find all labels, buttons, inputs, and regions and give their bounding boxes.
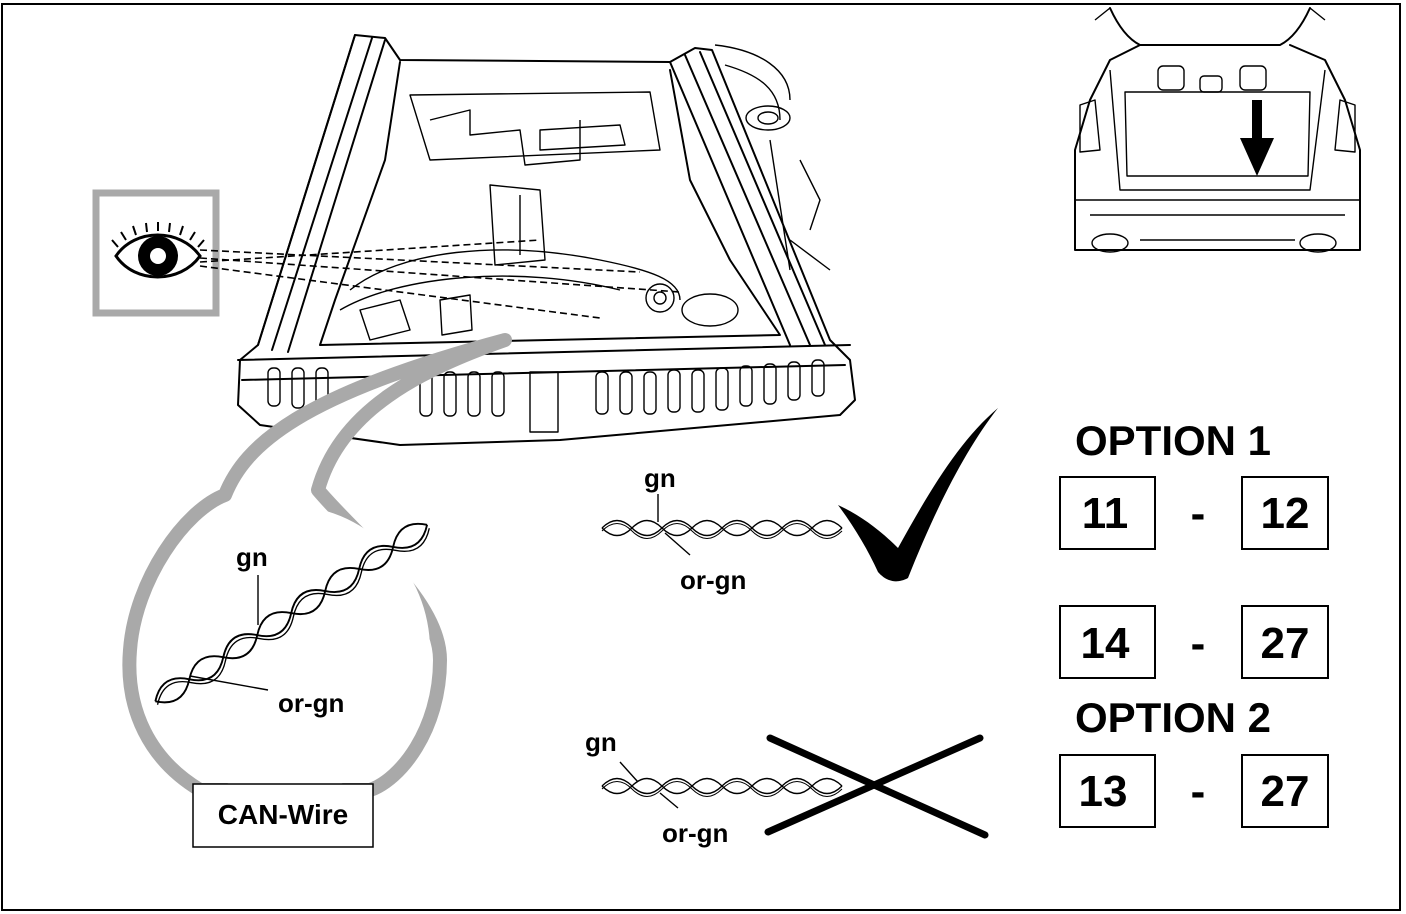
correct-wire-example: gn or-gn	[601, 408, 998, 595]
option1-title: OPTION 1	[1075, 417, 1271, 464]
wrong-wire-example: gn or-gn	[585, 727, 989, 848]
diagram-border	[1, 3, 1401, 911]
option2-title: OPTION 2	[1075, 694, 1271, 741]
cross-mark-icon	[764, 734, 989, 839]
option1-row1-left-pin: 11	[1082, 489, 1129, 538]
wrong-gn-label: gn	[585, 727, 617, 757]
option1-row2-separator: -	[1191, 619, 1206, 668]
eye-icon	[111, 222, 205, 279]
option1-row1-separator: -	[1191, 489, 1206, 538]
option1-row1-right-pin: 12	[1261, 489, 1310, 538]
option2-row-right-pin: 27	[1261, 767, 1310, 816]
car-rear-view	[1074, 7, 1361, 253]
option2-row-left-pin: 13	[1079, 767, 1128, 816]
options-panel: OPTION 1 11 - 12 14 - 27 OPTION 2 13 - 2…	[1059, 417, 1329, 828]
trunk-illustration	[237, 34, 856, 446]
wrong-orgn-label: or-gn	[662, 818, 728, 848]
can-wire-caption: CAN-Wire	[218, 799, 348, 830]
option1-row2-right-pin: 27	[1261, 619, 1310, 668]
correct-orgn-label: or-gn	[680, 565, 746, 595]
arrow-down-icon	[1240, 100, 1274, 176]
option2-row-separator: -	[1191, 767, 1206, 816]
check-mark-icon	[838, 408, 998, 582]
magnified-orgn-label: or-gn	[278, 688, 344, 718]
magnifier-bubble: gn or-gn CAN-Wire	[122, 333, 512, 848]
eye-callout	[92, 189, 681, 319]
magnified-gn-label: gn	[236, 542, 268, 572]
correct-gn-label: gn	[644, 463, 676, 493]
option1-row2-left-pin: 14	[1081, 619, 1130, 668]
